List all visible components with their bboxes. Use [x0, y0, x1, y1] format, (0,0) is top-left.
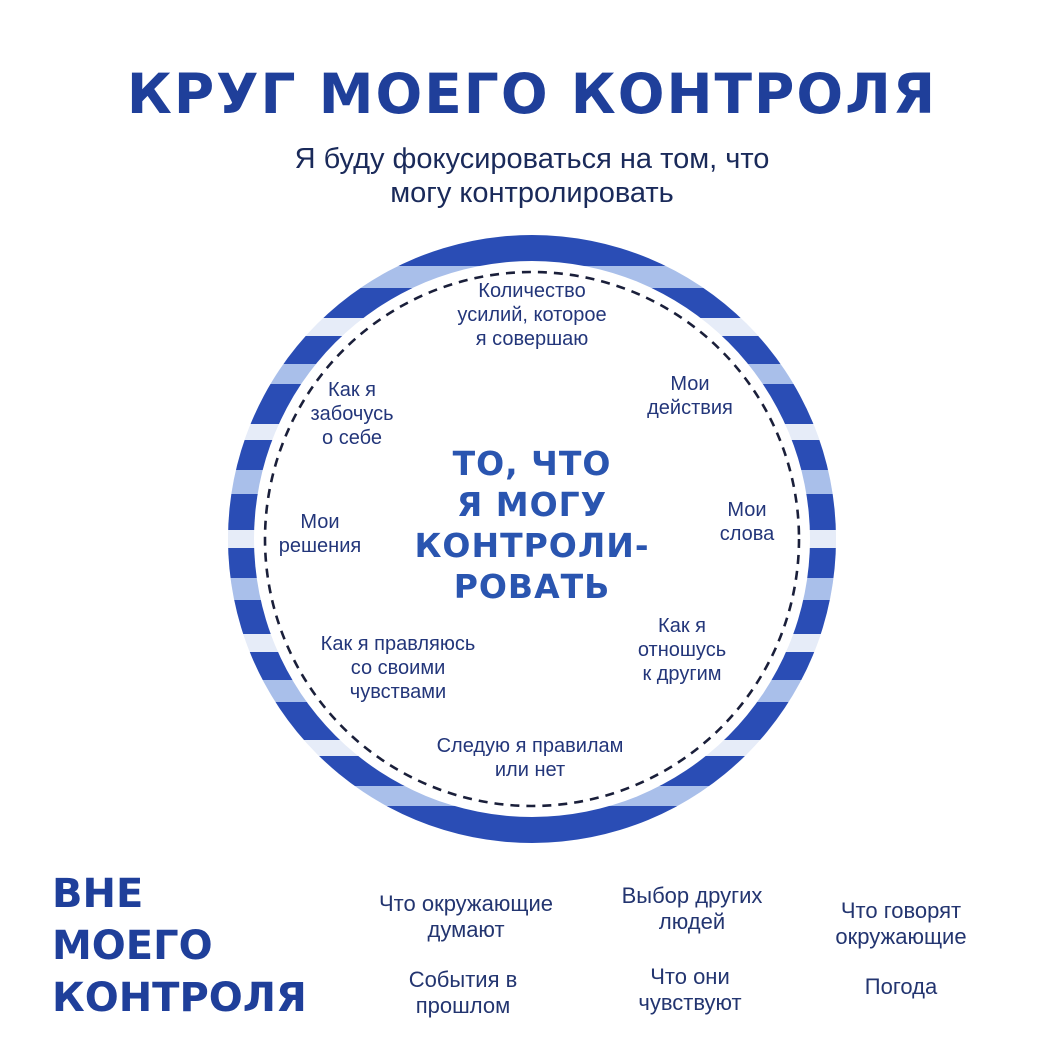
inner-white-disk	[254, 261, 810, 817]
inside-item-effort: Количество усилий, которое я совершаю	[457, 280, 607, 350]
outside-title: ВНЕ МОЕГО КОНТРОЛЯ	[52, 868, 307, 1024]
outside-title-line-2: МОЕГО	[52, 923, 213, 969]
outside-item-others-say: Что говорят окружающие	[835, 898, 967, 949]
inside-item-self-care: Как я забочусь о себе	[310, 379, 394, 449]
inside-item-treat-others: Как я отношусь к другим	[637, 615, 727, 685]
outside-item-weather: Погода	[864, 974, 938, 999]
outside-item-others-choices: Выбор других людей	[621, 883, 763, 934]
subtitle-line-2: могу контролировать	[390, 177, 674, 209]
inside-item-words: Мои слова	[719, 499, 775, 545]
subtitle-line-1: Я буду фокусироваться на том, что	[294, 143, 770, 175]
ring-band	[228, 840, 836, 843]
inner-dashed-circle	[263, 270, 801, 808]
subtitle: Я буду фокусироваться на том, что могу к…	[0, 142, 1064, 210]
inside-center-label: ТО, ЧТО Я МОГУ КОНТРОЛИ- РОВАТЬ	[414, 444, 650, 606]
ring-band	[228, 235, 836, 266]
inside-item-rules: Следую я правилам или нет	[436, 735, 624, 781]
outside-item-they-feel: Что они чувствуют	[638, 964, 742, 1015]
page-title: КРУГ МОЕГО КОНТРОЛЯ	[126, 62, 938, 126]
outside-title-line-3: КОНТРОЛЯ	[52, 975, 307, 1021]
inside-item-decisions: Мои решения	[278, 511, 362, 557]
outside-item-past-events: События в прошлом	[408, 967, 518, 1018]
inside-item-actions: Мои действия	[647, 373, 733, 419]
outside-title-line-1: ВНЕ	[52, 871, 144, 917]
outside-item-others-think: Что окружающие думают	[378, 891, 554, 942]
inside-item-feelings: Как я правляюсь со своими чувствами	[320, 633, 476, 703]
